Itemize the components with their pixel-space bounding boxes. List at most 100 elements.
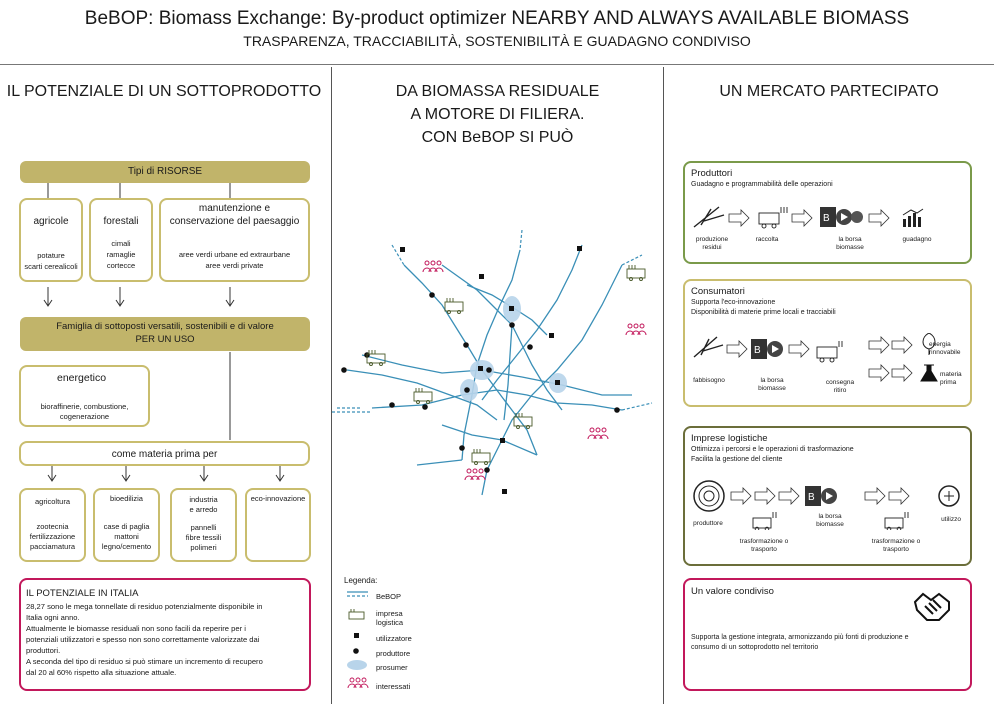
use-energetico-desc2: cogenerazione [59,412,110,421]
resource-paesaggio-desc2: aree verdi private [205,261,264,270]
center-title-line3: CON BeBOP SI PUÒ [421,129,574,146]
producers-step-1b: residui [702,244,722,251]
legend-logistics-2: logistica [376,618,404,627]
resource-paesaggio-card: manutenzione e conservazione del paesagg… [159,198,310,282]
resource-forestali-desc2: ramaglie [106,250,136,259]
page-title: BeBOP: Biomass Exchange: By-product opti… [84,8,910,29]
producers-step-1a: produzione [695,236,729,243]
logistics-borsa-1: la borsa [818,513,842,520]
logistics-trasf1-b: trasporto [751,546,777,553]
producers-step-3a: la borsa [838,236,862,243]
logistics-borsa-2: biomasse [816,521,844,528]
family-bar-line1: Famiglia di sottoposti versatili, sosten… [56,321,274,332]
consumers-energia-2: rinnovabile [929,349,961,356]
consumers-materia-2: prima [940,379,957,386]
italy-potential-card: IL POTENZIALE IN ITALIA 28,27 sono le me… [19,578,311,691]
italy-line-7: dal 20 al 60% rispetto alla situazione a… [26,668,177,677]
right-column-title: UN MERCATO PARTECIPATO [719,83,939,100]
column-divider-right [663,67,664,704]
use-agricoltura-card: agricoltura zootecnia fertilizzazione pa… [19,488,86,562]
center-title-line1: DA BIOMASSA RESIDUALE [395,83,600,100]
consumers-consegna-2: ritiro [833,387,847,394]
italy-line-5: produttori. [26,646,61,655]
legend-bebop: BeBOP [376,592,402,601]
use-agricoltura-desc3: pacciamatura [29,542,76,551]
logistics-utilizzo: utilizzo [941,516,961,523]
legend-interested: interessati [376,682,411,691]
logistics-flow: B [693,480,960,530]
producers-step-4: guadagno [902,236,932,243]
italy-line-3: Attualmente le biomasse residuali non so… [26,624,246,633]
consumers-fabbisogno: fabbisogno [693,377,725,384]
use-agricoltura-desc2: fertilizzazione [29,532,76,541]
resources-bar: Tipi di RISORSE [20,161,310,183]
use-bioedilizia-desc3: legno/cemento [101,542,152,551]
italy-line-6: A seconda del tipo di residuo si può sti… [26,657,263,666]
use-industria-card: industria e arredo pannelli fibre tessil… [170,488,237,562]
producers-card: Produttori Guadagno e programmabilità de… [683,161,972,264]
svg-text:B: B [808,492,815,503]
consumers-borsa-2: biomasse [758,385,786,392]
use-agricoltura-desc1: zootecnia [36,522,69,531]
raw-material-bar: come materia prima per [19,441,310,466]
family-bar: Famiglia di sottoposti versatili, sosten… [20,317,310,351]
use-bioedilizia-title: bioedilizia [110,494,143,503]
raw-material-label: come materia prima per [111,449,218,460]
consumers-title: Consumatori [691,286,745,297]
resource-paesaggio-title2: conservazione del paesaggio [169,216,300,227]
consumers-flow: B [693,333,938,382]
svg-text:B: B [754,345,761,356]
use-energetico-card: energetico bioraffinerie, combustione, c… [19,365,150,427]
use-industria-title1: industria [189,495,218,504]
resource-forestali-card: forestali cimali ramaglie cortecce [89,198,153,282]
logistics-trasf1-a: trasformazione o [739,538,789,545]
consumers-subtitle-2: Disponibilità di materie prime locali e … [691,309,836,316]
logistics-trasf2-a: trasformazione o [871,538,921,545]
consumers-borsa-1: la borsa [760,377,784,384]
resource-agricole-desc1: potature [37,251,65,260]
consumers-consegna-1: consegna [825,379,855,386]
resource-forestali-desc1: cimali [111,239,131,248]
producers-subtitle: Guadagno e programmabilità delle operazi… [691,181,833,188]
consumers-subtitle-1: Supporta l'eco-innovazione [691,299,776,306]
shared-value-card: Un valore condiviso Supporta la gestione… [683,578,972,691]
resource-agricole-card: agricole potature scarti cerealicoli [19,198,83,282]
use-bioedilizia-card: bioedilizia case di paglia mattoni legno… [93,488,160,562]
resource-agricole-title: agricole [33,216,69,227]
resource-agricole-desc2: scarti cerealicoli [24,262,78,271]
use-energetico-desc1: bioraffinerie, combustione, [40,402,129,411]
shared-value-line-1: Supporta la gestione integrata, armonizz… [691,634,909,641]
italy-line-2: Italia ogni anno. [26,613,80,622]
svg-text:B: B [823,213,830,224]
shared-value-line-2: consumo di un sottoprodotto nel territor… [691,644,819,651]
use-agricoltura-title: agricoltura [34,497,71,506]
legend-logistics-1: impresa [376,609,403,618]
consumers-energia-1: energia [929,341,951,348]
use-ecoinnovazione-title: eco-innovazione [250,494,306,503]
column-divider-left [331,67,332,704]
network-map [332,229,653,496]
italy-line-1: 28,27 sono le mega tonnellate di residuo… [26,602,263,611]
use-ecoinnovazione-card: eco-innovazione [245,488,311,562]
logistics-trasf2-b: trasporto [883,546,909,553]
use-energetico-title: energetico [57,372,107,384]
use-industria-desc3: polimeri [190,543,217,552]
producers-title: Produttori [691,168,733,179]
use-industria-desc1: pannelli [190,523,217,532]
logistics-card: Imprese logistiche Ottimizza i percorsi … [683,426,972,566]
resources-connectors [43,183,235,307]
legend-producer: produttore [376,649,411,658]
legend-symbols [347,591,369,689]
uses-connectors [47,352,285,482]
use-bioedilizia-desc1: case di paglia [103,522,150,531]
legend-user: utilizzatore [376,634,412,643]
shared-value-title: Un valore condiviso [691,586,774,597]
use-industria-desc2: fibre tessili [185,533,222,542]
logistics-produttore: produttore [693,520,723,527]
italy-potential-title: IL POTENZIALE IN ITALIA [26,588,139,599]
logistics-title: Imprese logistiche [691,433,768,444]
legend-title: Legenda: [344,576,378,585]
producers-step-3b: biomasse [836,244,864,251]
producers-step-2: raccolta [755,236,779,243]
logistics-subtitle-2: Facilita la gestione del cliente [691,456,783,463]
